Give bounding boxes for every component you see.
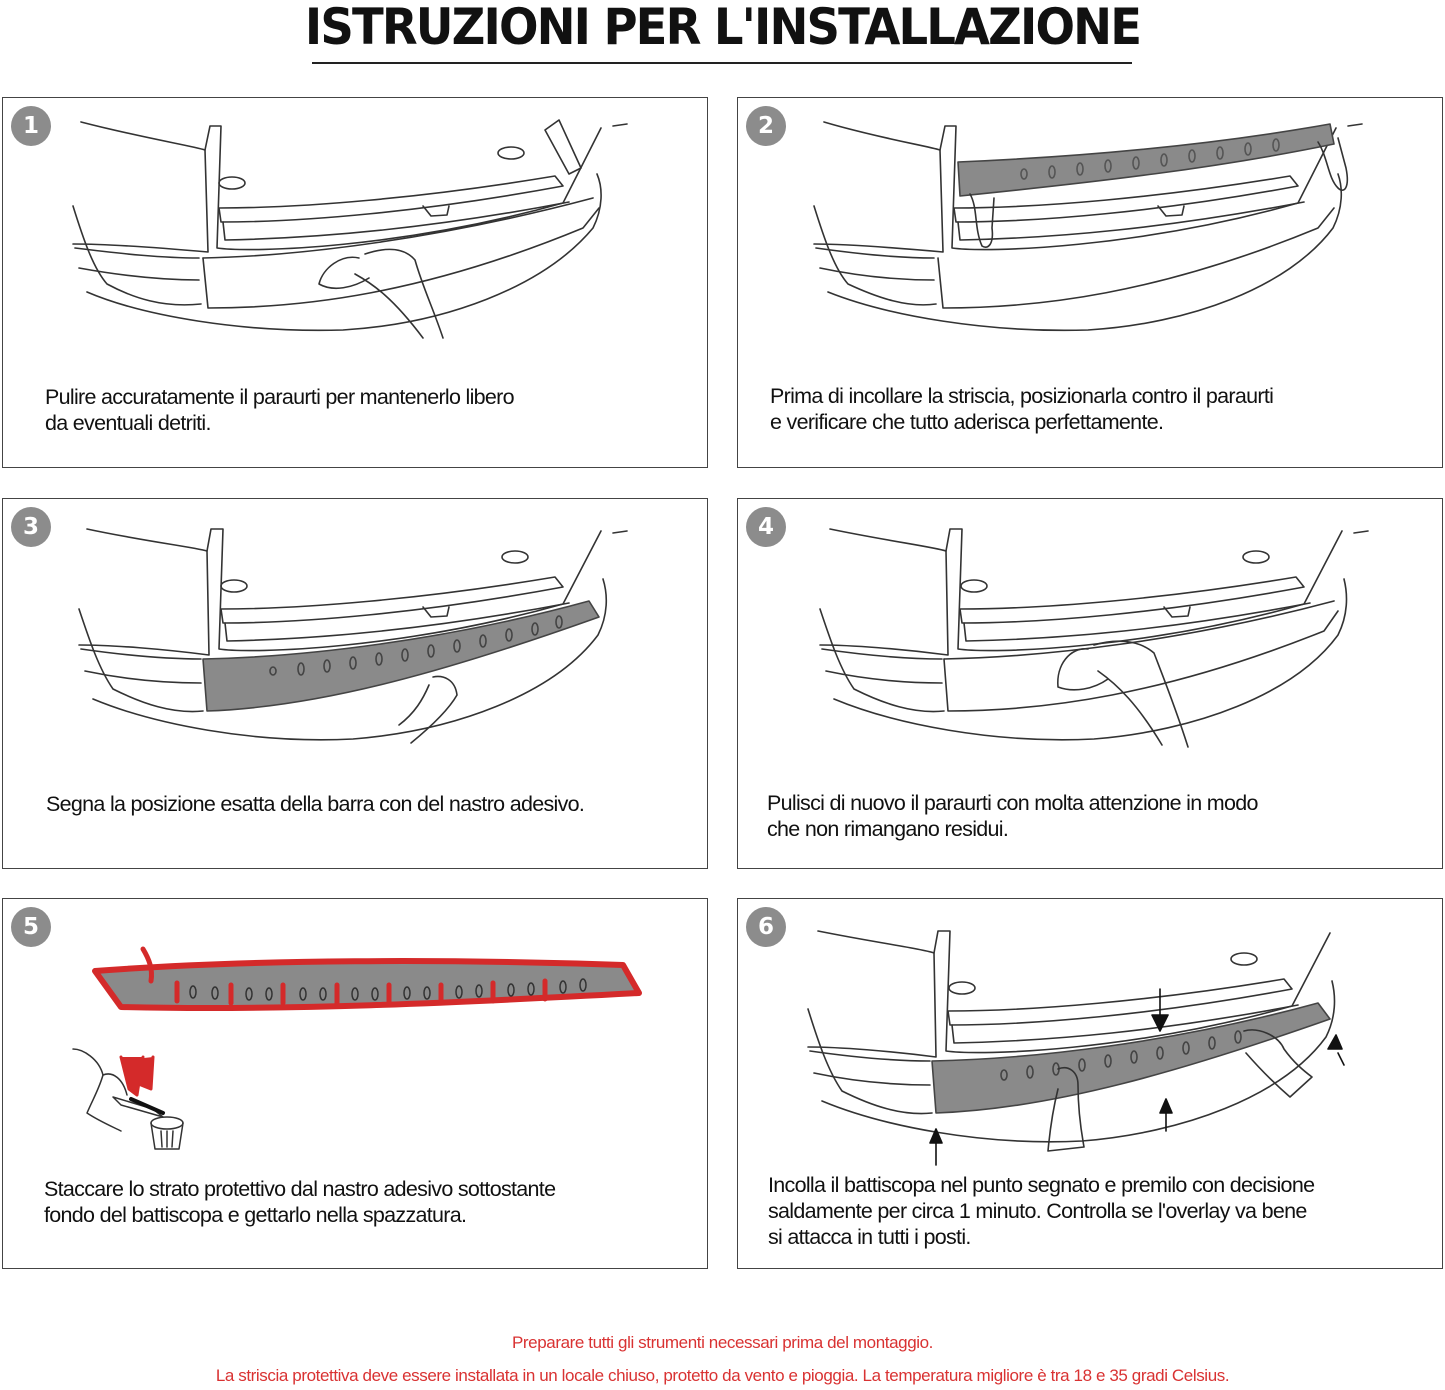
step-caption-line: che non rimangano residui. — [767, 816, 1008, 842]
footer-note-temperature: La striscia protettiva deve essere insta… — [0, 1366, 1445, 1386]
trash-bin-icon — [151, 1117, 183, 1149]
step-caption-line: Pulire accuratamente il paraurti per man… — [45, 384, 514, 410]
hand-icon — [73, 1049, 127, 1131]
step-caption-line: si attacca in tutti i posti. — [768, 1224, 971, 1250]
step-panel-3: 3 Segna la posizione esatta della barra … — [2, 498, 708, 869]
cleaning-cloth-icon — [319, 257, 369, 288]
hand-icon — [365, 249, 443, 338]
step-caption-line: Pulisci di nuovo il paraurti con molta a… — [767, 790, 1258, 816]
step-panel-6: 6 Incolla il battiscopa nel punto — [737, 898, 1443, 1269]
step-panel-4: 4 Pulisci di nuovo il paraurti con molta… — [737, 498, 1443, 869]
hand-icon — [1094, 641, 1188, 747]
step-caption-line: e verificare che tutto aderisca perfetta… — [770, 409, 1163, 435]
step-caption-line: Prima di incollare la striscia, posizion… — [770, 383, 1273, 409]
step-caption-line: Incolla il battiscopa nel punto segnato … — [768, 1172, 1314, 1198]
cleaning-cloth-icon — [1058, 649, 1108, 690]
page-title: ISTRUZIONI PER L'INSTALLAZIONE — [51, 0, 1395, 58]
footer-note-tools: Preparare tutti gli strumenti necessari … — [0, 1333, 1445, 1353]
hand-icon — [411, 677, 457, 743]
step-caption-line: fondo del battiscopa e gettarlo nella sp… — [44, 1202, 466, 1228]
step-caption-line: da eventuali detriti. — [45, 410, 211, 436]
title-underline — [312, 62, 1132, 64]
step-panel-5: 5 S — [2, 898, 708, 1269]
step-panel-2: 2 Prima di incollare la striscia, posizi… — [737, 97, 1443, 468]
step-caption-line: saldamente per circa 1 minuto. Controlla… — [768, 1198, 1307, 1224]
step-caption-line: Segna la posizione esatta della barra co… — [46, 791, 584, 817]
step-caption-line: Staccare lo strato protettivo dal nastro… — [44, 1176, 555, 1202]
step-panel-1: 1 Pulire accuratamente il paraurti per m… — [2, 97, 708, 468]
